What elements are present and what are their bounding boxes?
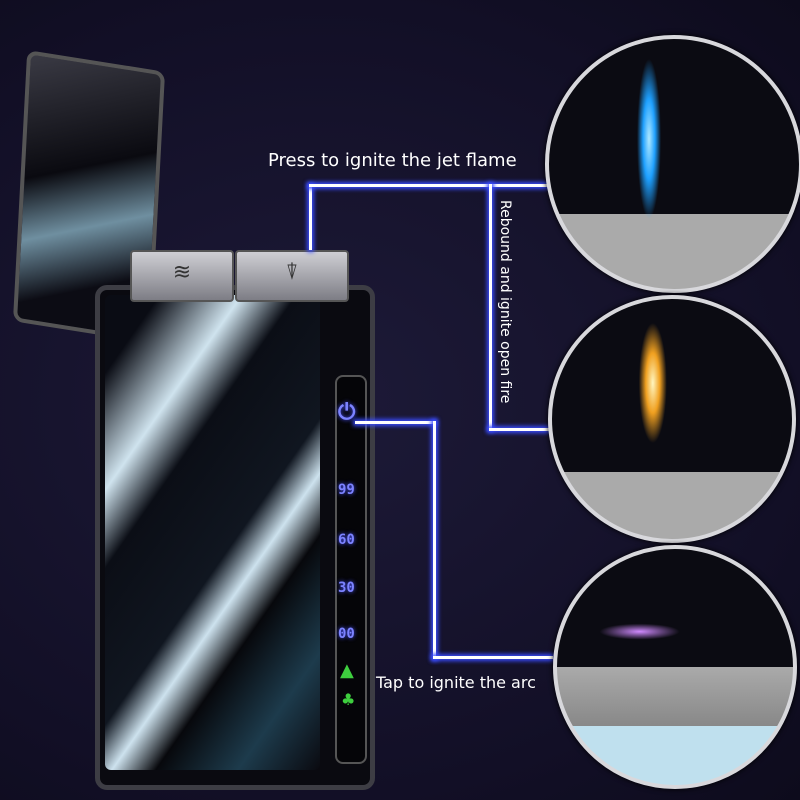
open-flame-photo <box>548 295 796 543</box>
connector-line <box>489 184 492 430</box>
jet-flame-label: Press to ignite the jet flame <box>268 150 517 171</box>
connector-line <box>355 421 435 424</box>
lighter-glass-panel <box>105 295 320 770</box>
warning-triangle-icon: ▲ <box>340 660 354 681</box>
arc-button: ≋ <box>130 250 234 302</box>
battery-00: 00 <box>338 626 355 642</box>
connector-line <box>489 428 549 431</box>
battery-30: 30 <box>338 580 355 596</box>
tree-icon: ♣ <box>341 690 356 709</box>
open-fire-label: Rebound and ignite open fire <box>497 200 513 404</box>
connector-line <box>433 656 553 659</box>
battery-99: 99 <box>338 482 355 498</box>
arc-label: Tap to ignite the arc <box>376 673 536 692</box>
battery-60: 60 <box>338 532 355 548</box>
jet-button: ⍒ <box>235 250 349 302</box>
power-icon: ⏻ <box>338 400 356 425</box>
jet-flame-photo <box>545 35 800 293</box>
connector-line <box>309 184 559 187</box>
connector-line <box>433 421 436 659</box>
display-strip <box>335 375 367 764</box>
arc-photo <box>553 545 797 789</box>
connector-line <box>309 185 312 250</box>
